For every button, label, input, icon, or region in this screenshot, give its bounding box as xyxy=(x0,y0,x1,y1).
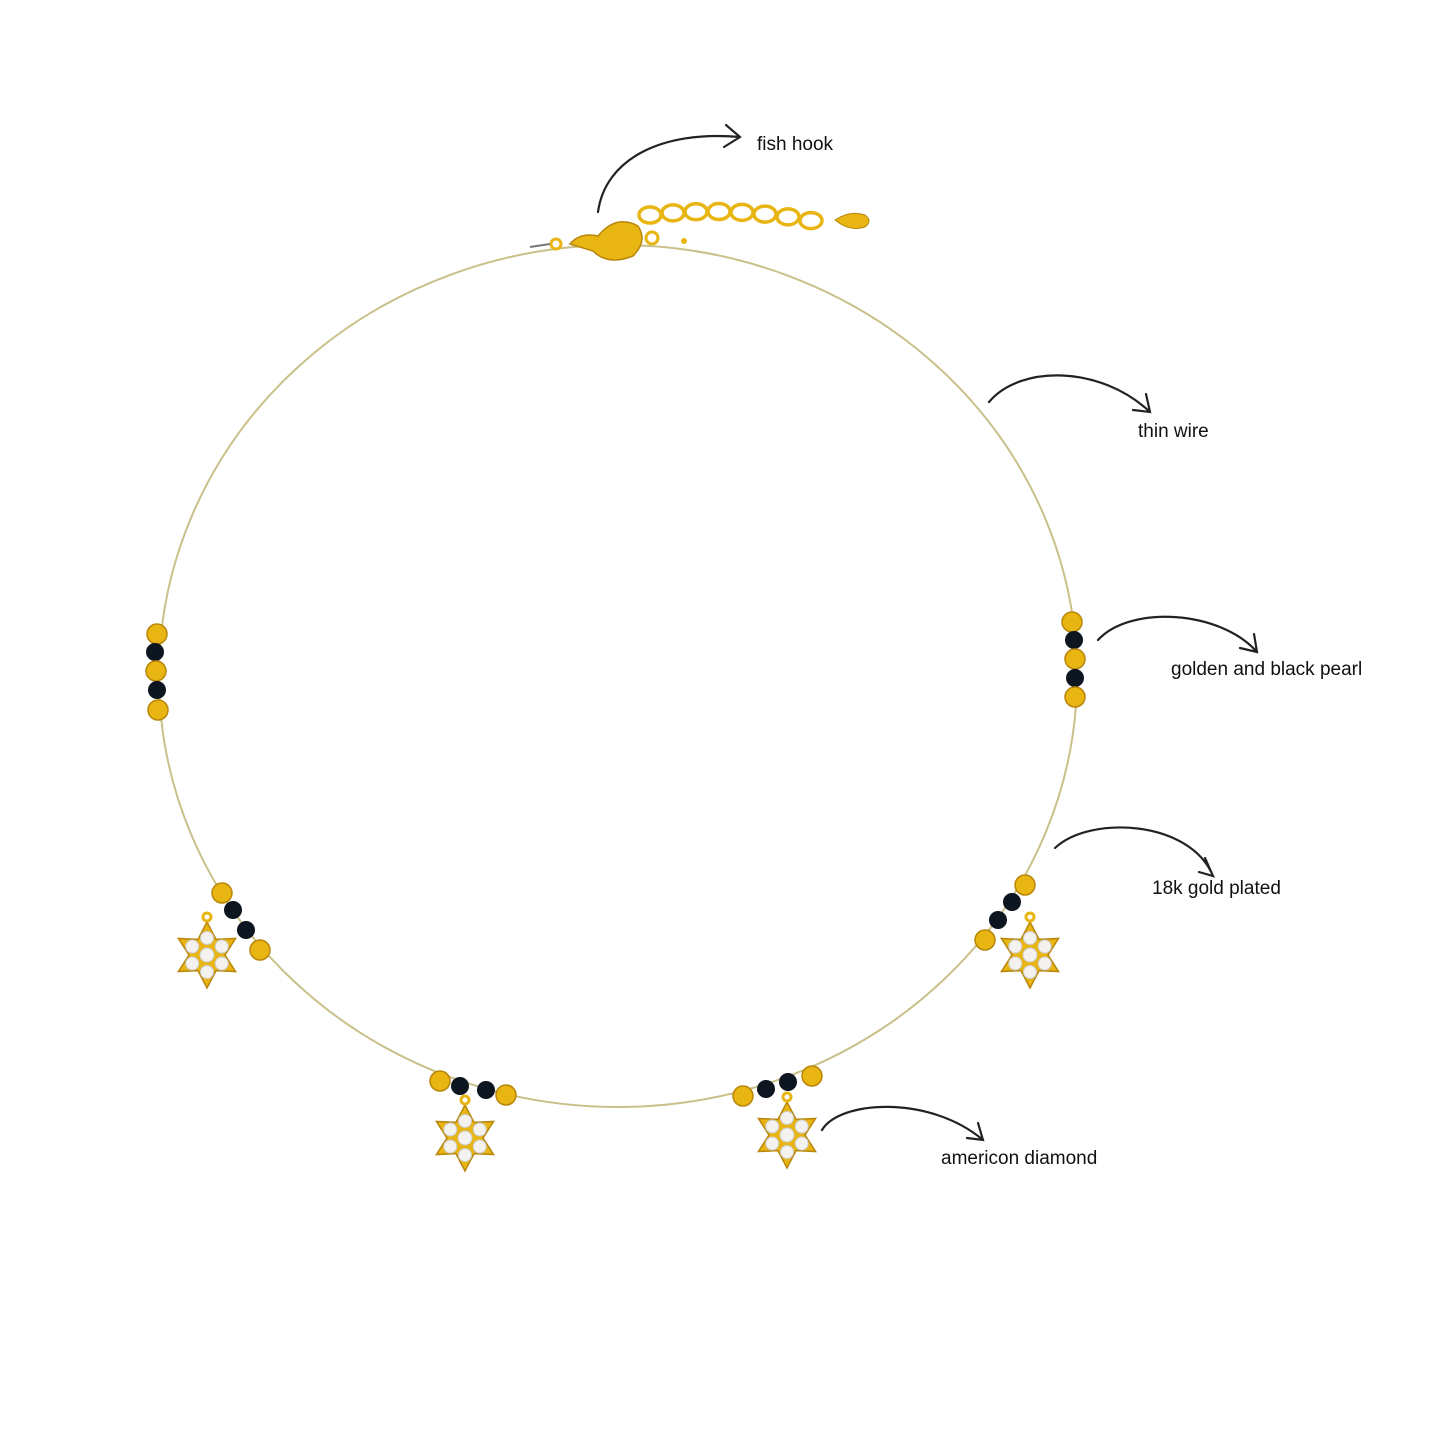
diamond-stone xyxy=(457,1130,473,1146)
diamond-stone xyxy=(1037,939,1052,954)
chain-link xyxy=(706,201,732,222)
arrow-gold-plated xyxy=(1053,826,1215,878)
label-18k-gold-plated: 18k gold plated xyxy=(1152,878,1281,899)
chain-link xyxy=(637,205,663,225)
diamond-stone xyxy=(1022,947,1038,963)
diamond-stone xyxy=(794,1136,809,1151)
diamond-stone xyxy=(472,1139,487,1154)
gold-bead xyxy=(1064,648,1086,670)
label-fish-hook: fish hook xyxy=(757,134,834,155)
black-bead xyxy=(779,1073,797,1091)
diamond-stone xyxy=(779,1127,795,1143)
gold-bead xyxy=(1061,611,1083,633)
black-bead xyxy=(1003,893,1021,911)
diamond-stone xyxy=(1008,956,1023,971)
diamond-stone xyxy=(443,1122,458,1137)
diamond-stone xyxy=(458,1114,472,1128)
charm-loop xyxy=(459,1094,471,1106)
label-thin-wire: thin wire xyxy=(1138,421,1209,442)
label-golden-black-pearl: golden and black pearl xyxy=(1171,659,1363,680)
gold-bead xyxy=(974,929,996,951)
gold-bead xyxy=(147,699,169,721)
charm-loop xyxy=(201,911,213,923)
thin-wire xyxy=(158,244,1078,1108)
gold-bead xyxy=(146,623,168,645)
diamond-star-charm xyxy=(176,911,238,990)
charm-loop xyxy=(781,1091,793,1103)
gold-bead xyxy=(495,1084,517,1106)
diamond-stone xyxy=(200,931,214,945)
gold-bead xyxy=(249,939,271,961)
charm-loop xyxy=(1024,911,1036,923)
black-bead xyxy=(1066,669,1084,687)
gold-bead xyxy=(429,1070,451,1092)
diamond-stone xyxy=(199,947,215,963)
annotation-arrows xyxy=(596,123,1259,1142)
extension-chain xyxy=(637,201,824,231)
gold-bead xyxy=(801,1065,823,1087)
diamond-stone xyxy=(1023,965,1037,979)
diamond-stone xyxy=(200,965,214,979)
diamond-stone xyxy=(1037,956,1052,971)
black-bead xyxy=(146,643,164,661)
chain-link xyxy=(660,203,686,223)
diamond-stone xyxy=(1008,939,1023,954)
gold-bead xyxy=(145,660,167,682)
diamond-stone xyxy=(765,1136,780,1151)
diamond-stone xyxy=(472,1122,487,1137)
gold-bead xyxy=(211,882,233,904)
diamond-stone xyxy=(794,1119,809,1134)
diamond-star-charm xyxy=(999,911,1061,990)
diamond-stone xyxy=(443,1139,458,1154)
black-bead xyxy=(477,1081,495,1099)
black-bead xyxy=(224,901,242,919)
gold-bead xyxy=(732,1085,754,1107)
black-bead xyxy=(148,681,166,699)
diamond-stone xyxy=(1023,931,1037,945)
black-bead xyxy=(757,1080,775,1098)
diamond-stone xyxy=(780,1111,794,1125)
diamond-stone xyxy=(214,939,229,954)
chain-link xyxy=(752,204,778,224)
arrow-diamond xyxy=(820,1105,985,1142)
label-american-diamond: americon diamond xyxy=(941,1148,1098,1169)
gold-bead xyxy=(1064,686,1086,708)
arrow-fish-hook xyxy=(596,123,742,214)
diamond-stone xyxy=(458,1148,472,1162)
chain-link xyxy=(775,207,801,227)
chain-link xyxy=(683,201,709,222)
diamond-star-charm xyxy=(756,1091,818,1170)
drop-charm xyxy=(834,212,870,229)
bead-clusters xyxy=(145,611,1086,1173)
fish-hook-clasp xyxy=(529,221,687,261)
black-bead xyxy=(1065,631,1083,649)
diamond-stone xyxy=(185,956,200,971)
arrow-pearls xyxy=(1096,615,1259,654)
chain-link xyxy=(729,202,755,223)
chain-link xyxy=(798,210,824,231)
gold-bead xyxy=(1014,874,1036,896)
diamond-stone xyxy=(780,1145,794,1159)
black-bead xyxy=(989,911,1007,929)
black-bead xyxy=(451,1077,469,1095)
diamond-stone xyxy=(765,1119,780,1134)
diamond-star-charm xyxy=(434,1094,496,1173)
diamond-stone xyxy=(185,939,200,954)
arrow-thin-wire xyxy=(987,374,1152,414)
diamond-stone xyxy=(214,956,229,971)
black-bead xyxy=(237,921,255,939)
